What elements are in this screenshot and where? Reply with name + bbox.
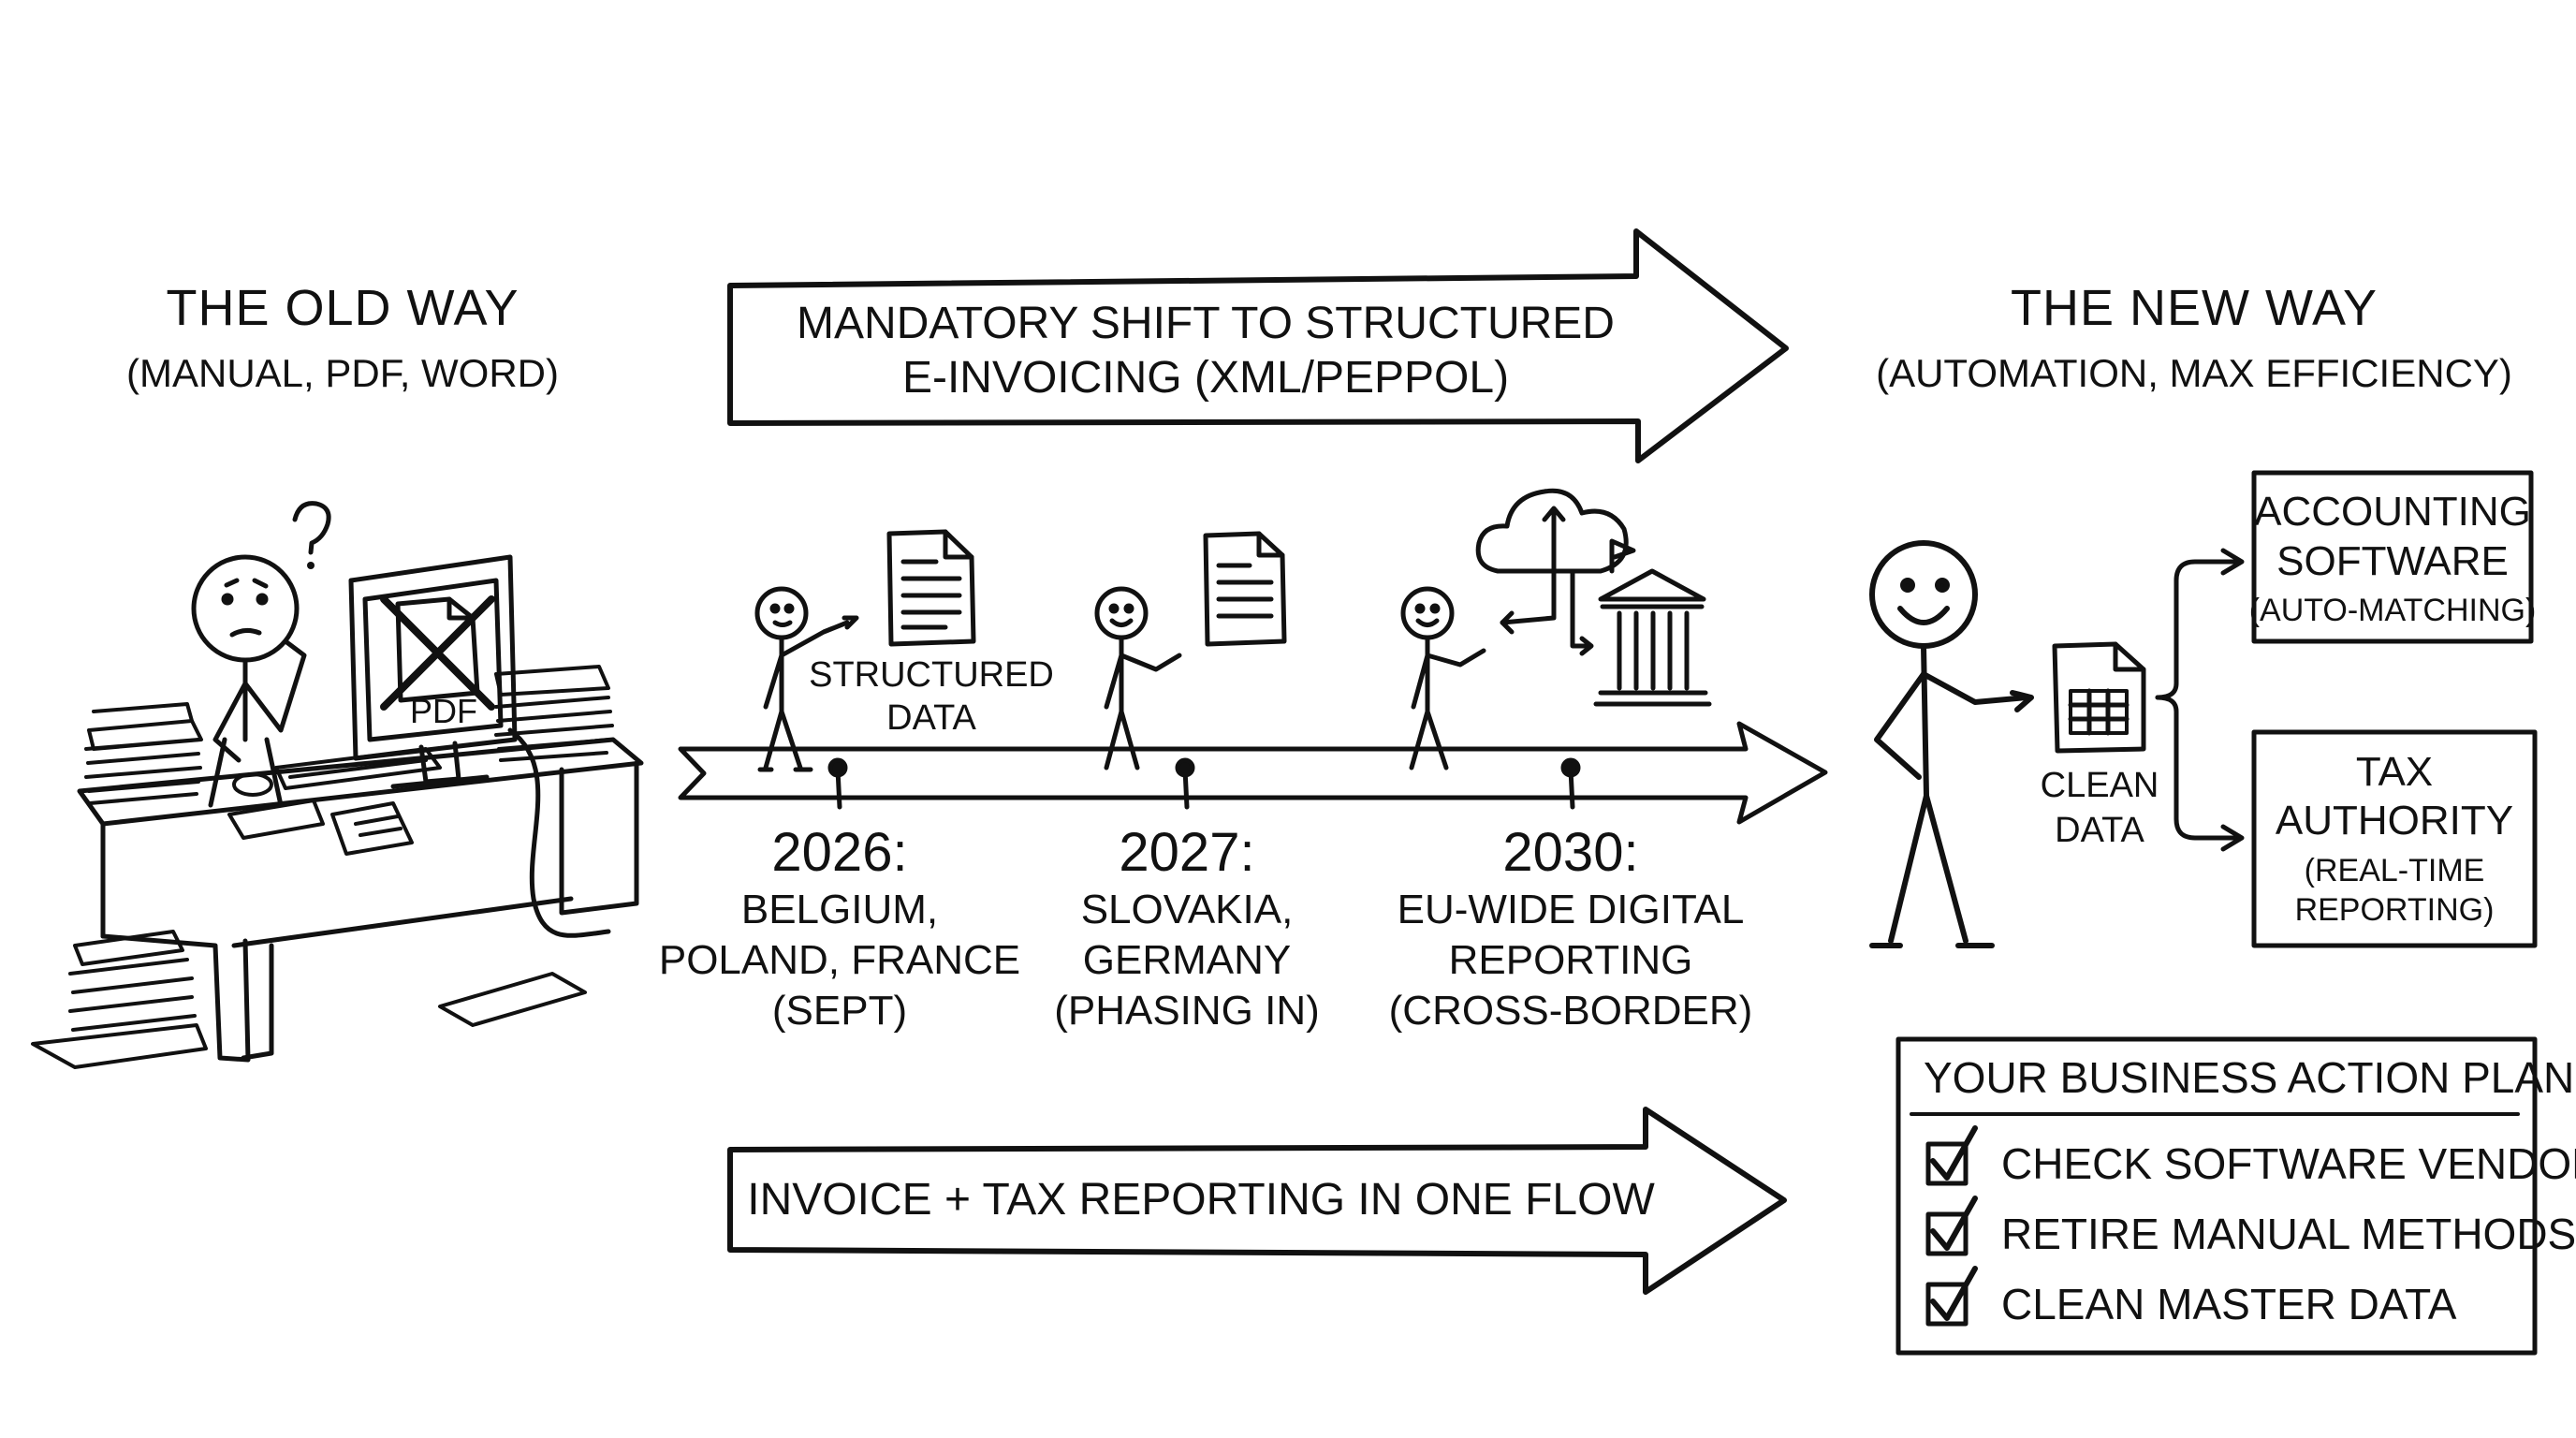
computer-monitor xyxy=(348,554,611,938)
accounting-box-frame xyxy=(2251,470,2534,644)
clean-data-line2: DATA xyxy=(2055,811,2144,850)
timeline-year-2027: 2027: xyxy=(1119,822,1255,883)
old-way-title: THE OLD WAY xyxy=(166,280,520,336)
monitor-label: PDF xyxy=(410,692,477,730)
action-plan-frame xyxy=(1895,1036,2538,1356)
new-way-subtitle: (AUTOMATION, MAX EFFICIENCY) xyxy=(1876,351,2512,395)
timeline-year-2026: 2026: xyxy=(771,822,908,883)
desk-illustration xyxy=(77,737,644,1063)
tax-box-frame xyxy=(2251,729,2538,948)
top-arrow-line1: MANDATORY SHIFT TO STRUCTURED xyxy=(797,299,1615,348)
clean-data-line1: CLEAN xyxy=(2040,766,2159,805)
action-item-3: CLEAN MASTER DATA xyxy=(2001,1280,2457,1328)
timeline-2030-line2: REPORTING xyxy=(1448,937,1693,983)
question-icon xyxy=(292,501,331,555)
tax-line1: TAX xyxy=(2355,749,2434,795)
checkbox-checked-icon xyxy=(1925,1266,1978,1327)
checkbox-checked-icon xyxy=(1925,1196,1978,1256)
timeline-2026-line2: POLAND, FRANCE xyxy=(658,937,1021,983)
figure-2027 xyxy=(1094,586,1182,770)
paper-stack-left xyxy=(84,702,203,805)
old-way-subtitle: (MANUAL, PDF, WORD) xyxy=(126,351,559,395)
tax-line4: REPORTING) xyxy=(2294,892,2495,928)
top-shift-arrow xyxy=(727,228,1789,463)
desk-papers xyxy=(227,799,414,856)
checkbox-checked-icon xyxy=(1925,1125,1978,1186)
structured-data-line2: DATA xyxy=(886,698,976,738)
timeline-2030-line3: (CROSS-BORDER) xyxy=(1388,988,1753,1034)
bottom-arrow-text: INVOICE + TAX REPORTING IN ONE FLOW xyxy=(747,1175,1655,1225)
paper-stack-floor xyxy=(31,930,208,1069)
tax-line2: AUTHORITY xyxy=(2275,798,2514,844)
accounting-line1: ACCOUNTING xyxy=(2254,489,2531,535)
bottom-flow-arrow xyxy=(727,1107,1787,1295)
action-item-1: CHECK SOFTWARE VENDOR xyxy=(2001,1139,2576,1188)
accounting-line3: (AUTO-MATCHING) xyxy=(2248,593,2537,628)
mouse xyxy=(232,772,273,797)
floor-paper xyxy=(438,972,587,1027)
timeline-year-2030: 2030: xyxy=(1502,822,1639,883)
timeline-2026-line1: BELGIUM, xyxy=(740,887,939,932)
pdf-crossed-icon xyxy=(380,595,495,711)
figure-2026 xyxy=(754,586,859,772)
cloud-sync-icon xyxy=(1475,488,1629,656)
timeline-2030-line1: EU-WIDE DIGITAL xyxy=(1397,887,1745,932)
accounting-line2: SOFTWARE xyxy=(2276,538,2509,584)
new-way-title: THE NEW WAY xyxy=(2011,280,2378,336)
timeline-arrow xyxy=(678,721,1828,825)
document-icon xyxy=(1203,531,1287,647)
timeline-2027-line3: (PHASING IN) xyxy=(1054,988,1320,1034)
action-item-2: RETIRE MANUAL METHODS xyxy=(2001,1210,2576,1258)
output-fork xyxy=(2155,548,2245,852)
action-plan-title: YOUR BUSINESS ACTION PLAN xyxy=(1924,1053,2575,1102)
timeline-2027-line2: GERMANY xyxy=(1082,937,1292,983)
confused-person xyxy=(191,554,307,808)
timeline-2027-line1: SLOVAKIA, xyxy=(1080,887,1294,932)
timeline-marker-2030 xyxy=(1560,757,1581,810)
figure-2030 xyxy=(1400,586,1486,770)
spreadsheet-icon xyxy=(2052,641,2146,754)
timeline-marker-2027 xyxy=(1175,757,1195,810)
top-arrow-line2: E-INVOICING (XML/PEPPOL) xyxy=(901,353,1510,403)
structured-data-line1: STRUCTURED xyxy=(809,655,1054,695)
happy-person xyxy=(1869,540,2034,948)
document-icon xyxy=(886,529,976,647)
government-building-icon xyxy=(1593,538,1712,707)
keyboard xyxy=(274,747,442,790)
tax-line3: (REAL-TIME xyxy=(2304,853,2485,888)
timeline-2026-line3: (SEPT) xyxy=(771,988,908,1034)
timeline-marker-2026 xyxy=(827,757,848,810)
